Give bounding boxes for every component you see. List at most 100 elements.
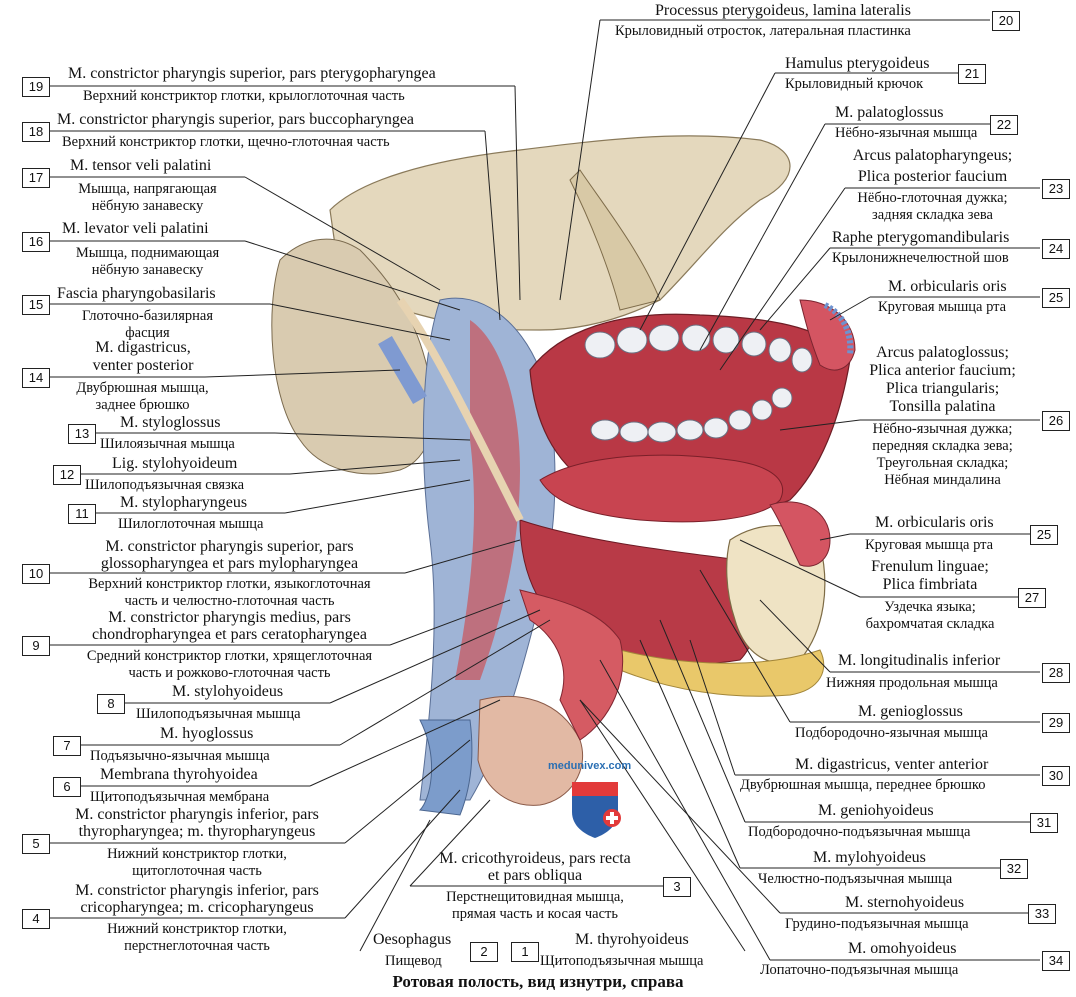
label-latin: M. longitudinalis inferior bbox=[838, 652, 1001, 669]
label-russian: задняя складка зева bbox=[872, 207, 993, 223]
label-latin: M. constrictor pharyngis inferior, pars bbox=[75, 882, 319, 899]
label-number: 5 bbox=[22, 834, 50, 854]
label-number: 26 bbox=[1042, 411, 1070, 431]
label-latin: M. thyrohyoideus bbox=[575, 931, 689, 948]
label-number: 25 bbox=[1030, 525, 1058, 545]
label-latin: Plica triangularis; bbox=[885, 380, 1000, 397]
label-latin: M. hyoglossus bbox=[160, 725, 254, 742]
label-number: 30 bbox=[1042, 766, 1070, 786]
label-latin: venter posterior bbox=[92, 357, 194, 374]
label-russian: Челюстно-подъязычная мышца bbox=[758, 871, 953, 887]
label-latin: M. constrictor pharyngis superior, pars … bbox=[68, 65, 436, 82]
label-russian: Крылонижнечелюстной шов bbox=[832, 250, 1009, 266]
label-russian: Круговая мышца рта bbox=[865, 537, 994, 553]
larynx bbox=[477, 695, 584, 806]
label-russian: Нижний констриктор глотки, bbox=[107, 921, 287, 937]
label-latin: M. omohyoideus bbox=[848, 940, 957, 957]
leader-lines-left bbox=[48, 85, 746, 952]
label-latin: Arcus palatopharyngeus; bbox=[852, 147, 1013, 164]
label-russian: Круговая мышца рта bbox=[878, 299, 1007, 315]
label-number: 11 bbox=[68, 504, 96, 524]
label-russian: Подбородочно-подъязычная мышца bbox=[748, 824, 971, 840]
label-number: 6 bbox=[53, 777, 81, 797]
label-number: 21 bbox=[958, 64, 986, 84]
label-number: 16 bbox=[22, 232, 50, 252]
pterygoid-process bbox=[569, 169, 661, 311]
label-number: 13 bbox=[68, 424, 96, 444]
label-latin: M. orbicularis oris bbox=[875, 514, 994, 531]
label-number: 9 bbox=[22, 636, 50, 656]
label-latin: M. cricothyroideus, pars recta bbox=[439, 850, 631, 867]
label-latin: chondropharyngea et pars ceratopharyngea bbox=[92, 626, 367, 643]
label-russian: передняя складка зева; bbox=[872, 438, 1013, 454]
label-russian: Мышца, напрягающая bbox=[78, 181, 217, 197]
label-russian: часть и челюстно-глоточная часть bbox=[124, 593, 335, 609]
label-russian: Шилоподъязычная связка bbox=[85, 477, 245, 493]
label-latin: Plica fimbriata bbox=[882, 576, 978, 593]
label-russian: нёбную занавеску bbox=[91, 198, 204, 214]
label-russian: щитоглоточная часть bbox=[132, 863, 262, 879]
label-russian: Пищевод bbox=[385, 953, 442, 969]
label-russian: Верхний констриктор глотки, щечно-глоточ… bbox=[62, 134, 390, 150]
label-russian: Щитоподъязычная мышца bbox=[540, 953, 704, 969]
label-number: 2 bbox=[470, 942, 498, 962]
label-russian: бахромчатая складка bbox=[865, 616, 995, 632]
label-russian: Нёбная миндалина bbox=[884, 472, 1001, 488]
label-number: 12 bbox=[53, 465, 81, 485]
label-number: 19 bbox=[22, 77, 50, 97]
label-latin: M. constrictor pharyngis superior, pars bbox=[105, 538, 354, 555]
label-latin: M. constrictor pharyngis superior, pars … bbox=[57, 111, 415, 128]
label-latin: Plica anterior faucium; bbox=[869, 362, 1016, 379]
label-number: 22 bbox=[990, 115, 1018, 135]
label-latin: M. palatoglossus bbox=[835, 104, 944, 121]
label-latin: thyropharyngea; m. thyropharyngeus bbox=[78, 823, 316, 840]
tongue bbox=[539, 454, 783, 523]
label-russian: Мышца, поднимающая bbox=[75, 245, 220, 261]
leader-lines bbox=[559, 19, 1045, 961]
label-russian: Верхний констриктор глотки, крылоглоточн… bbox=[83, 88, 405, 104]
label-latin: M. tensor veli palatini bbox=[70, 157, 212, 174]
label-latin: M. sternohyoideus bbox=[845, 894, 965, 911]
label-russian: Нёбно-язычная мышца bbox=[835, 125, 978, 141]
label-russian: заднее брюшко bbox=[95, 397, 190, 413]
label-russian: Двубрюшная мышца, bbox=[76, 380, 209, 396]
label-number: 32 bbox=[1000, 859, 1028, 879]
label-russian: Крыловидный крючок bbox=[785, 76, 924, 92]
label-russian: Шилоглоточная мышца bbox=[118, 516, 264, 532]
label-latin: M. constrictor pharyngis inferior, pars bbox=[75, 806, 319, 823]
label-latin: Membrana thyrohyoidea bbox=[100, 766, 258, 783]
label-latin: M. constrictor pharyngis medius, pars bbox=[108, 609, 351, 626]
label-russian: Треугольная складка; bbox=[876, 455, 1009, 471]
label-russian: Нёбно-глоточная дужка; bbox=[857, 190, 1008, 206]
label-latin: Frenulum linguae; bbox=[871, 558, 989, 575]
label-latin: M. genioglossus bbox=[858, 703, 963, 720]
label-number: 8 bbox=[97, 694, 125, 714]
pharynx-red-fibers bbox=[455, 320, 520, 680]
label-latin: M. levator veli palatini bbox=[62, 220, 209, 237]
label-number: 18 bbox=[22, 122, 50, 142]
label-russian: Крыловидный отросток, латеральная пласти… bbox=[615, 23, 911, 39]
label-russian: фасция bbox=[125, 325, 170, 341]
label-russian: Двубрюшная мышца, переднее брюшко bbox=[740, 777, 986, 793]
label-number: 7 bbox=[53, 736, 81, 756]
label-number: 34 bbox=[1042, 951, 1070, 971]
upper-lip-glands bbox=[823, 302, 854, 356]
label-number: 15 bbox=[22, 295, 50, 315]
label-latin: Hamulus pterygoideus bbox=[785, 55, 930, 72]
label-latin: et pars obliqua bbox=[487, 867, 583, 884]
label-russian: Средний констриктор глотки, хрящеглоточн… bbox=[86, 648, 373, 664]
label-latin: Arcus palatoglossus; bbox=[876, 344, 1009, 361]
label-russian: Подъязычно-язычная мышца bbox=[90, 748, 270, 764]
label-number: 31 bbox=[1030, 813, 1058, 833]
label-russian: Шилоподъязычная мышца bbox=[136, 706, 301, 722]
styloid-bundle bbox=[396, 297, 524, 522]
submandibular-fat bbox=[619, 649, 825, 697]
label-number: 33 bbox=[1028, 904, 1056, 924]
label-latin: Fascia pharyngobasilaris bbox=[57, 285, 216, 302]
label-number: 20 bbox=[992, 11, 1020, 31]
label-russian: прямая часть и косая часть bbox=[452, 906, 618, 922]
label-latin: Raphe pterygomandibularis bbox=[832, 229, 1010, 246]
digastric-posterior bbox=[378, 335, 427, 405]
label-latin: Lig. stylohyoideum bbox=[112, 455, 238, 472]
